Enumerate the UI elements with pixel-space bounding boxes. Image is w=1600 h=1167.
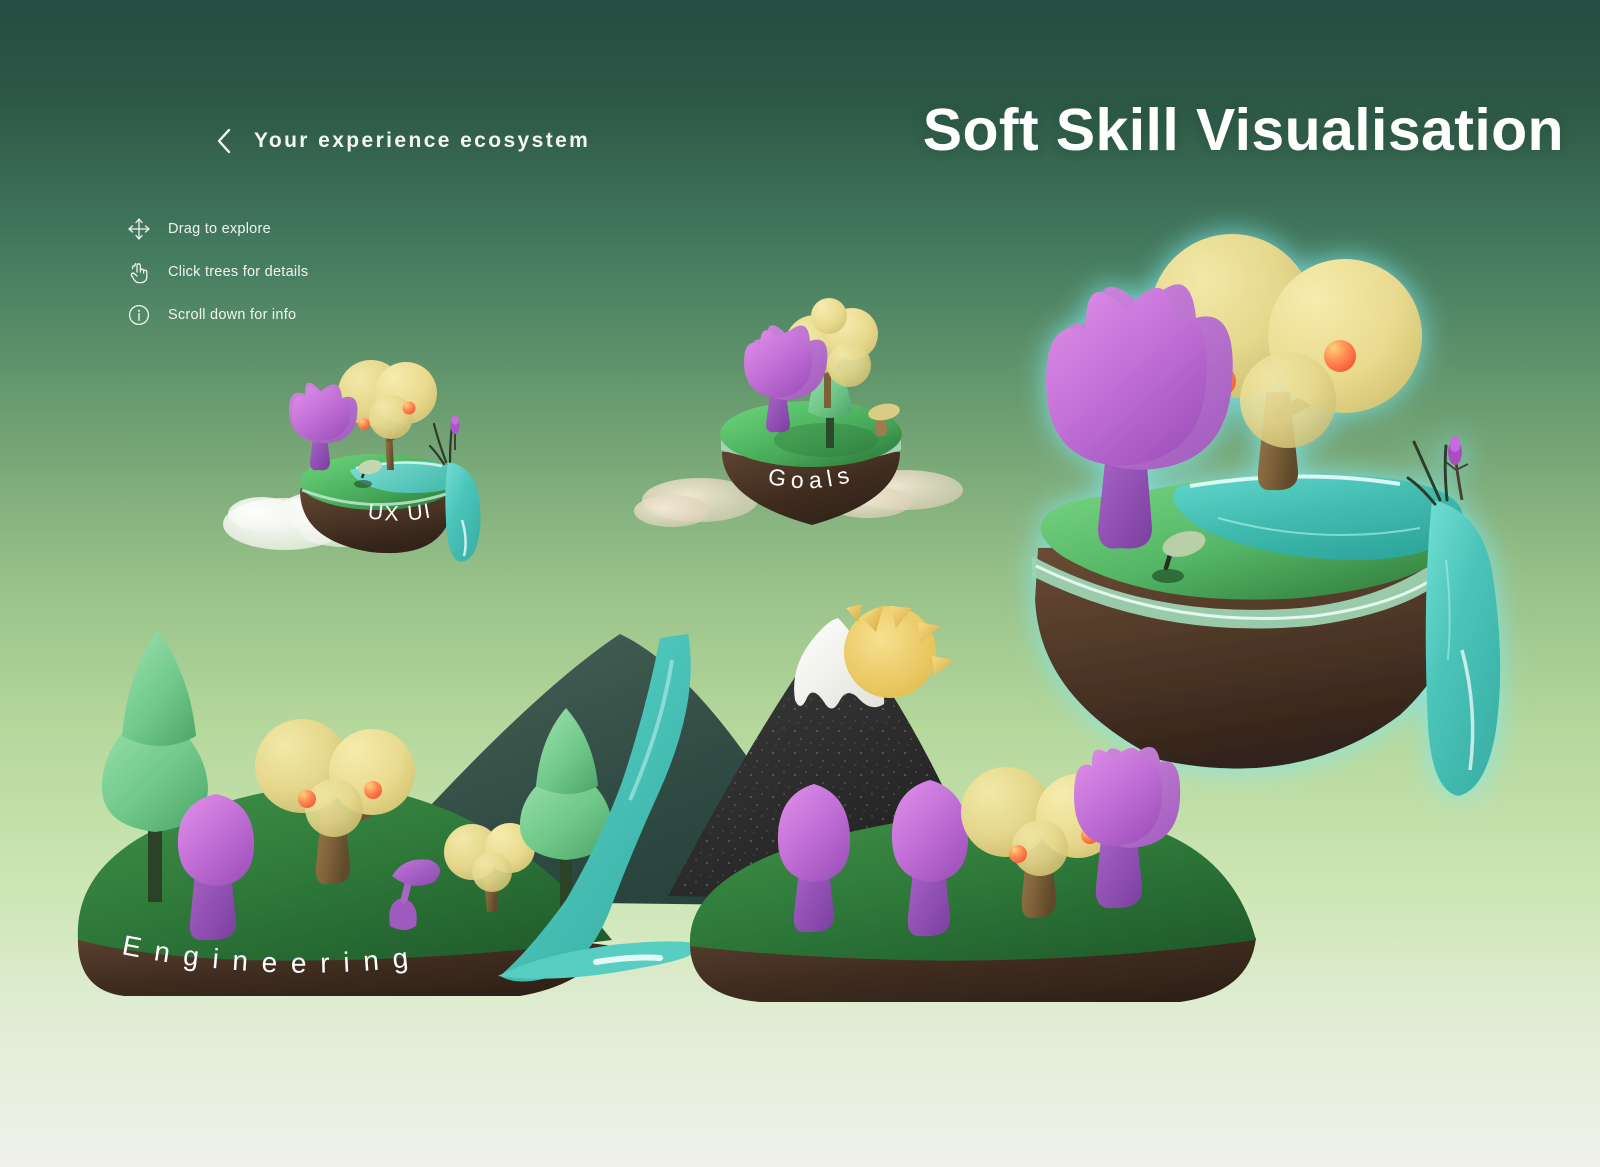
back-nav-label: Your experience ecosystem	[254, 129, 591, 152]
tree-purple-right-2[interactable]	[891, 780, 969, 937]
pond-featured	[1173, 474, 1463, 561]
fruit-icon	[402, 401, 416, 415]
fruit-icon	[298, 790, 316, 808]
back-nav[interactable]: Your experience ecosystem	[216, 128, 590, 154]
hint-drag-to-explore: Drag to explore	[126, 216, 308, 242]
tree-purple-engineering[interactable]	[177, 794, 255, 941]
tree-purple-tulip-right[interactable]	[1074, 746, 1181, 909]
fruit-icon	[1324, 340, 1356, 372]
small-bush-goals	[868, 403, 900, 436]
landmass-engineering[interactable]: Engineering	[77, 630, 613, 996]
pointing-hand-icon	[130, 262, 148, 284]
island-soil-goals	[722, 452, 900, 525]
reeds-featured	[1406, 440, 1449, 506]
small-bush-ux-ui	[354, 459, 382, 488]
tree-purple-goals[interactable]	[744, 325, 828, 433]
hint-click-trees: Click trees for details	[126, 259, 308, 285]
hint-label: Click trees for details	[168, 264, 309, 280]
tree-cone-mid[interactable]	[519, 708, 612, 908]
waterfall-featured	[1425, 500, 1501, 796]
move-arrows-icon	[128, 218, 150, 240]
tree-cone-engineering[interactable]	[101, 630, 208, 902]
mushroom-engineering[interactable]	[389, 859, 441, 930]
info-circle-icon	[128, 304, 150, 326]
page-title: Soft Skill Visualisation	[922, 97, 1564, 163]
landmass-right[interactable]	[689, 746, 1256, 1002]
fruit-icon	[364, 781, 382, 799]
sun	[844, 604, 954, 698]
fruit-icon	[358, 418, 370, 430]
reeds-ux-ui	[428, 422, 454, 466]
island-grass-goals	[720, 401, 902, 467]
sun-rays	[846, 604, 954, 676]
island-ux-ui[interactable]: UX UI	[223, 360, 481, 562]
tree-purple-ux-ui[interactable]	[288, 382, 358, 471]
waterfall-ux-ui	[445, 462, 481, 562]
fruit-icon	[1009, 845, 1027, 863]
river-center	[498, 634, 700, 982]
tree-purple-right-1[interactable]	[777, 784, 851, 933]
tree-yellow-small-engineering[interactable]	[444, 823, 535, 912]
hint-list: Drag to explore Click trees for details	[126, 216, 308, 328]
island-goals[interactable]: Goals	[634, 298, 963, 527]
island-label-ux-ui: UX UI	[367, 499, 434, 525]
tree-purple-featured[interactable]	[1046, 284, 1233, 549]
hint-label: Scroll down for info	[168, 307, 297, 323]
tree-yellow-featured[interactable]	[1150, 234, 1422, 491]
hint-label: Drag to explore	[168, 221, 271, 237]
hint-scroll-down: Scroll down for info	[126, 302, 308, 328]
tree-yellow-engineering[interactable]	[255, 719, 415, 885]
chevron-left-icon[interactable]	[216, 128, 232, 154]
small-bush-featured	[1152, 531, 1206, 583]
lavender-flower-ux-ui	[450, 415, 460, 450]
island-soil-featured	[1035, 540, 1460, 769]
island-featured[interactable]	[1032, 234, 1501, 796]
lavender-flower-featured	[1445, 436, 1469, 501]
